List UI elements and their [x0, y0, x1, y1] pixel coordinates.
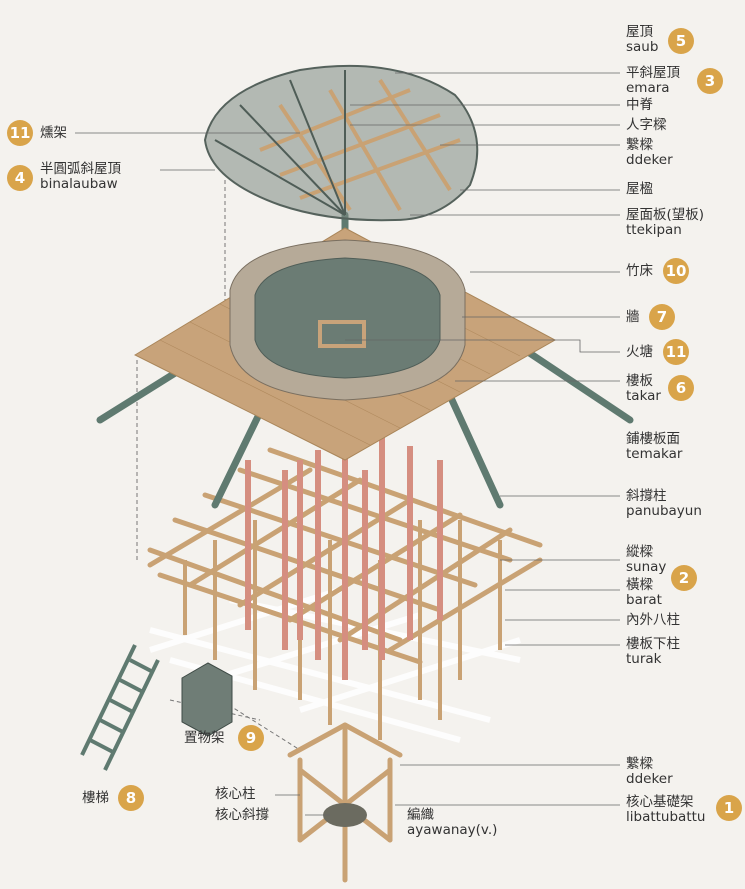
label-wall: 牆: [626, 309, 640, 325]
inner-pillars: [245, 436, 443, 680]
label-core-column: 核心柱: [215, 786, 256, 802]
label-inner: 內外八柱: [626, 612, 680, 628]
ladder: [80, 644, 160, 771]
badge-3: 3: [697, 68, 723, 94]
core-foundation: [287, 722, 403, 883]
label-smoke: 燻架: [40, 125, 67, 141]
storage-rack: [181, 662, 233, 737]
label-eave: 屋楹: [626, 181, 653, 197]
label-hearth: 火塘: [626, 344, 653, 360]
label-truss: 人字樑: [626, 117, 667, 133]
label-ridge: 中脊: [626, 97, 653, 113]
label-storage: 置物架: [184, 730, 225, 746]
wall-ring: [229, 239, 466, 401]
badge-2: 2: [671, 565, 697, 591]
woven-core: [323, 803, 367, 827]
label-ladder: 樓梯: [82, 790, 109, 806]
badge-11a: 11: [663, 339, 689, 365]
badge-9: 9: [238, 725, 264, 751]
badge-5: 5: [668, 28, 694, 54]
badge-1: 1: [716, 795, 742, 821]
label-core-brace: 核心斜撐: [215, 807, 269, 823]
badge-11b: 11: [7, 120, 33, 146]
badge-4: 4: [7, 165, 33, 191]
badge-10: 10: [663, 258, 689, 284]
label-ttekipan: 屋面板(望板)ttekipan: [626, 207, 705, 238]
badge-7: 7: [649, 304, 675, 330]
roof-structure: [203, 64, 479, 222]
leader-lines: [75, 72, 620, 816]
badge-8: 8: [118, 785, 144, 811]
badge-6: 6: [668, 375, 694, 401]
label-bamboo: 竹床: [626, 263, 653, 279]
